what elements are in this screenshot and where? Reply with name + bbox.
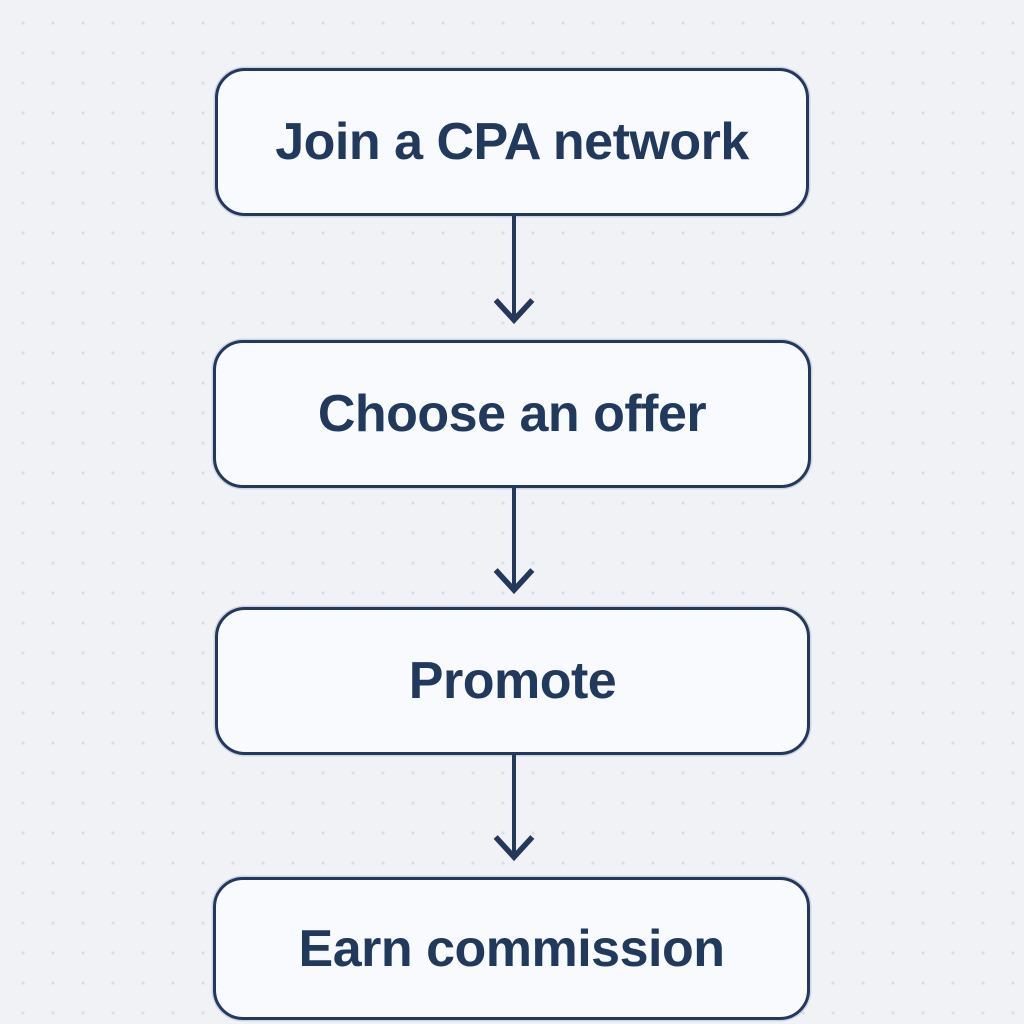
arrow-down-icon (493, 488, 535, 595)
flow-step-choose-an-offer: Choose an offer (213, 340, 811, 488)
flow-step-earn-commission: Earn commission (213, 877, 810, 1020)
flow-step-label: Choose an offer (317, 385, 707, 443)
flow-step-label: Promote (408, 652, 617, 710)
flow-step-promote: Promote (215, 607, 810, 755)
flow-step-join-cpa-network: Join a CPA network (215, 68, 809, 216)
flow-step-label: Join a CPA network (275, 113, 749, 171)
arrow-down-icon (493, 755, 535, 862)
flow-step-label: Earn commission (298, 919, 725, 978)
arrow-down-icon (493, 216, 535, 325)
